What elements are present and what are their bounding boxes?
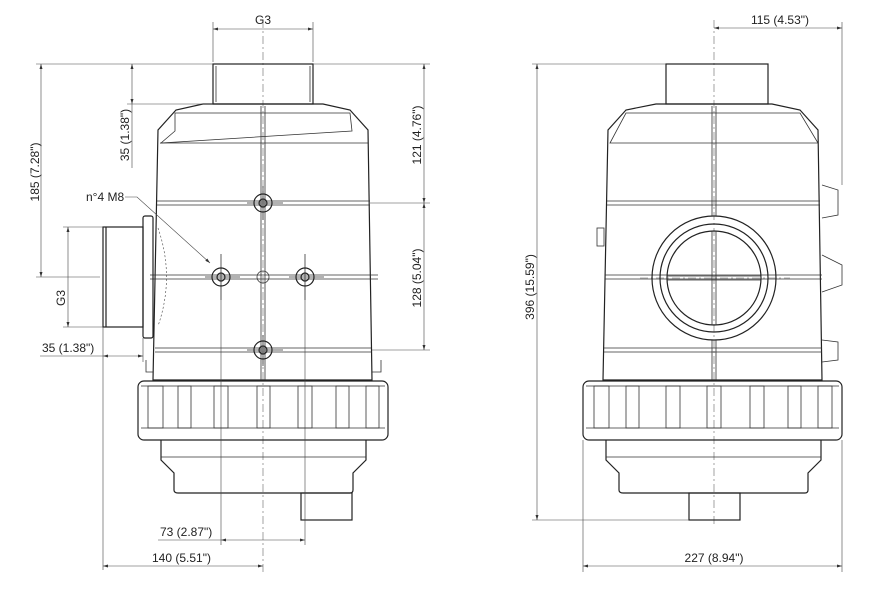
front-view: G3 185 (7.28") 35 (1.38") 121 (4.76") 12…	[28, 13, 430, 575]
top-cap	[665, 63, 769, 105]
dimensions-left: G3 185 (7.28") 35 (1.38") 121 (4.76") 12…	[28, 13, 430, 570]
clamp-ring	[582, 380, 843, 441]
bolt-top	[247, 186, 283, 220]
dim-227: 227 (8.94")	[685, 551, 744, 565]
dim-396: 396 (15.59")	[523, 254, 537, 320]
filter-body	[596, 103, 843, 381]
dim-35-cap: 35 (1.38")	[118, 109, 132, 161]
dim-side-thread: G3	[54, 290, 68, 306]
filter-body	[145, 103, 382, 381]
side-outlet	[102, 215, 167, 339]
dim-185: 185 (7.28")	[28, 143, 42, 202]
dim-35-outlet: 35 (1.38")	[42, 341, 94, 355]
bolt-callout: n°4 M8	[86, 190, 124, 204]
bolt-bottom	[247, 335, 283, 366]
dim-top-thread: G3	[255, 13, 271, 27]
bolt-left	[205, 254, 240, 300]
dim-121: 121 (4.76")	[410, 106, 424, 165]
dimensions-right: 115 (4.53") 396 (15.59") 227 (8.94")	[523, 13, 843, 572]
dim-115: 115 (4.53")	[751, 13, 809, 27]
side-view: 115 (4.53") 396 (15.59") 227 (8.94")	[523, 13, 843, 572]
side-port	[651, 215, 777, 341]
dim-128: 128 (5.04")	[410, 249, 424, 308]
bolt-right	[289, 254, 324, 300]
bowl	[605, 440, 822, 521]
bowl	[160, 440, 367, 521]
dim-73: 73 (2.87")	[160, 525, 212, 539]
dim-140: 140 (5.51")	[152, 551, 211, 565]
